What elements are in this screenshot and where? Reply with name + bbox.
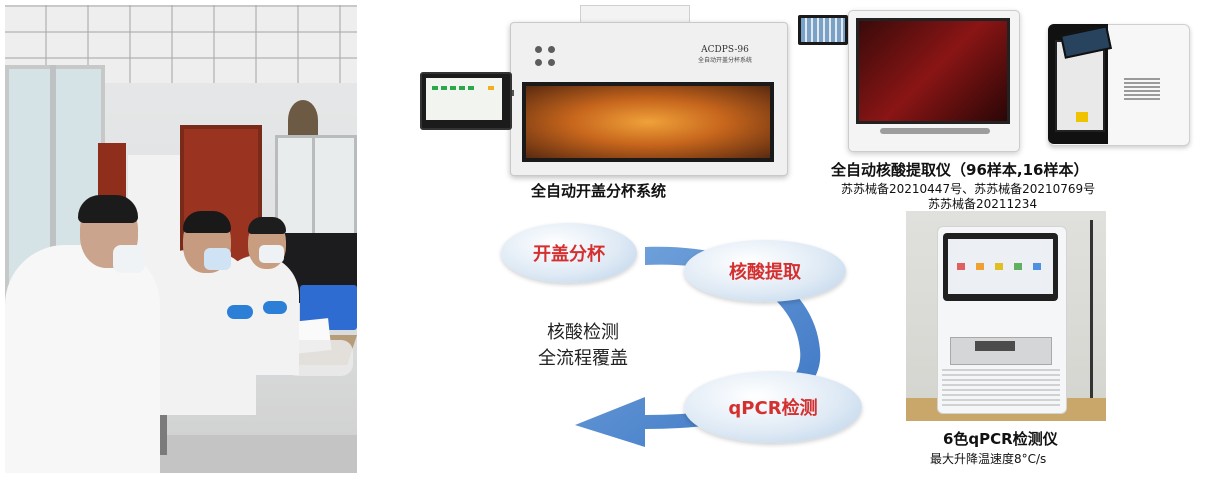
screen-indicator [468,86,474,90]
screen-indicator [488,86,494,90]
flow-node-capping: 开盖分杯 [501,223,637,283]
knob [535,46,542,53]
screen-tile [1033,263,1041,270]
cabinet-divider [312,135,315,285]
capper-nameplate: ACDPS-96 全自动开盖分杯系统 [680,45,770,67]
screen-tile [995,263,1003,270]
flow-node-qpcr: qPCR检测 [684,371,862,443]
flow-center-line-2: 全流程覆盖 [538,348,628,369]
screen-tile [1014,263,1022,270]
knob [548,46,555,53]
screen-indicator [441,86,447,90]
flow-node-qpcr-label: qPCR检测 [728,398,818,419]
flow-node-extraction: 核酸提取 [684,240,846,302]
lab-photo [5,5,357,473]
screen-indicator [459,86,465,90]
capper-screen-display [426,78,502,120]
flow-arrow-shape [575,246,821,447]
qpcr-spec: 最大升降温速度8°C/s [930,452,1047,466]
window-frame [50,65,56,315]
plant [288,100,318,140]
glove [227,305,253,319]
capper-model: ACDPS-96 [701,45,749,55]
screen-indicator [432,86,438,90]
knob [548,59,555,66]
extractor-96-window [856,18,1010,124]
extractor-registration-1: 苏苏械备20210447号、苏苏械备20210769号 [841,182,1096,196]
extractor-caption: 全自动核酸提取仪（96样本,16样本） [831,161,1089,179]
screen-indicator [450,86,456,90]
flow-center-line-1: 核酸检测 [547,322,619,343]
knob [535,59,542,66]
extractor-handle [880,128,990,134]
process-arrow [575,246,821,447]
screen-tile [957,263,965,270]
qpcr-heat-block [975,341,1015,351]
researcher-3-mask [259,245,284,263]
flow-center-text: 核酸检测 全流程覆盖 [523,320,643,372]
glove [263,301,287,314]
researcher-1-hair [78,195,138,223]
warning-label-icon [1076,112,1088,122]
researcher-3-hair [248,217,286,234]
capper-window [522,82,774,162]
qpcr-caption: 6色qPCR检测仪 [943,430,1058,448]
researcher-1-mask [113,245,145,273]
researcher-2-mask [204,248,231,270]
power-cable [1090,220,1093,400]
extractor-screen-display [801,18,845,42]
researcher-2-hair [183,211,231,233]
screen-tile [976,263,984,270]
qpcr-vents [942,366,1060,406]
capper-model-sub: 全自动开盖分杯系统 [697,57,752,64]
researcher-1-coat [5,245,160,473]
extractor-16-grille [1124,76,1160,100]
flow-node-extraction-label: 核酸提取 [729,262,801,283]
extractor-registration-2: 苏苏械备20211234 [928,197,1038,211]
flow-node-capping-label: 开盖分杯 [533,244,605,265]
capper-caption: 全自动开盖分杯系统 [531,182,667,200]
